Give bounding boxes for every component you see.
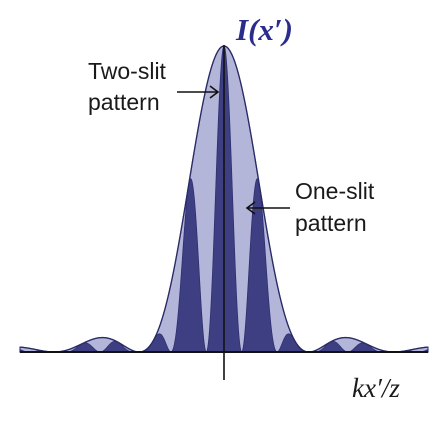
- y-axis-label: I(x′): [235, 12, 293, 47]
- two-slit-label-line1: Two-slit: [88, 58, 167, 84]
- one-slit-label-line1: One-slit: [295, 178, 375, 204]
- x-axis-label: kx′/z: [352, 373, 400, 403]
- two-slit-arrow: [177, 85, 220, 99]
- two-slit-label-line2: pattern: [88, 89, 160, 115]
- one-slit-label-line2: pattern: [295, 210, 367, 236]
- one-slit-arrow: [245, 201, 290, 215]
